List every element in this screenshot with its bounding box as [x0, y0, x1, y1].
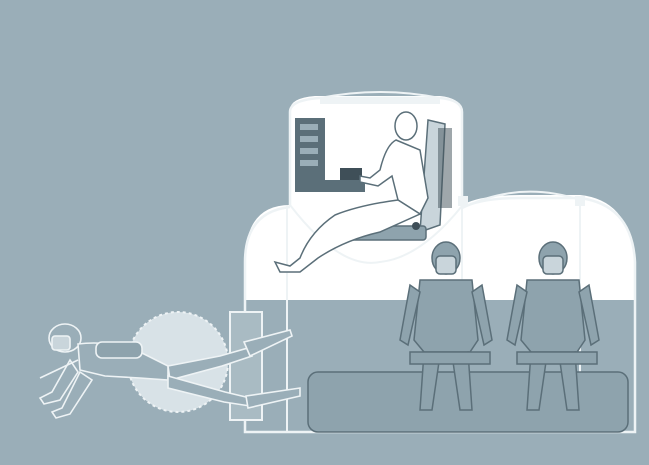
habitat-chamber: [243, 205, 291, 300]
habitat-outline: [243, 196, 637, 434]
seated-diver-1: [399, 241, 493, 411]
seated-diver-2: [506, 241, 600, 411]
pilot-figure: [273, 111, 429, 273]
control-panel: [295, 118, 365, 192]
observation-dome: [288, 91, 464, 207]
dome-bracket-right: [575, 196, 585, 206]
diver-hose: [39, 359, 79, 379]
swimming-diver: [38, 323, 301, 419]
right-dome-arch: [461, 190, 581, 209]
